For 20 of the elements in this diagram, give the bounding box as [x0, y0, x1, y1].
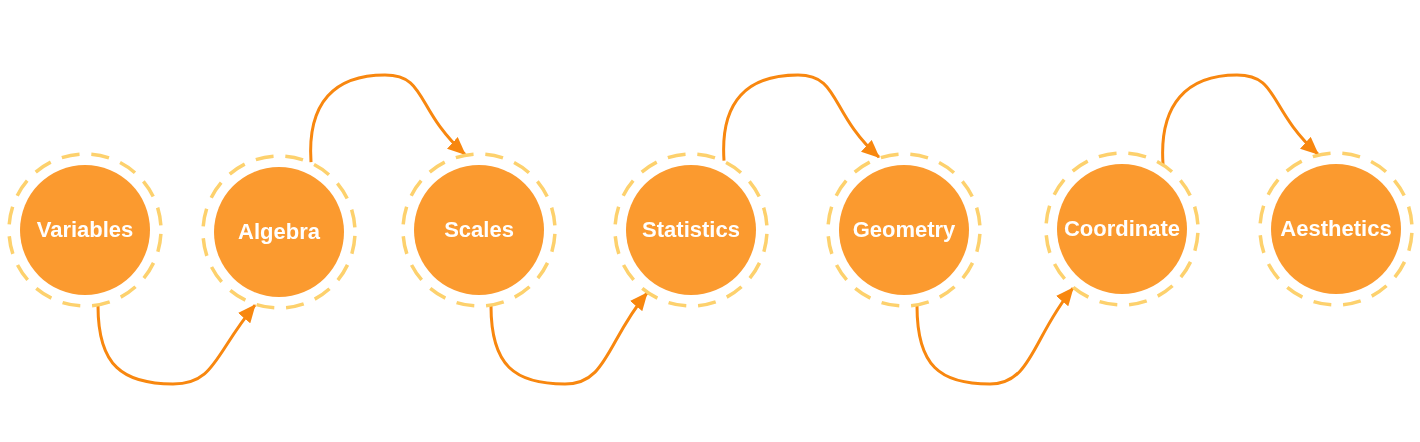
node-label: Algebra: [238, 219, 320, 245]
step-circle: [824, 150, 984, 310]
curved-arrow: [489, 292, 649, 386]
curved-arrow: [1161, 73, 1320, 165]
node-label: Coordinate: [1063, 216, 1181, 242]
curved-arrow: [722, 73, 881, 161]
step-circle: [1256, 149, 1416, 309]
node-label: Statistics: [642, 217, 740, 243]
node-label: Scales: [444, 217, 514, 243]
step-circle: [611, 150, 771, 310]
step-circle: [1042, 149, 1202, 309]
curved-arrow: [915, 287, 1075, 386]
node-label: Variables: [36, 217, 134, 243]
curved-arrow: [96, 304, 257, 386]
curved-arrow: [309, 73, 467, 163]
step-circle: [5, 150, 165, 310]
node-label: Geometry: [852, 217, 956, 243]
node-label: Aesthetics: [1280, 216, 1392, 242]
step-circle: [199, 152, 359, 312]
step-circle: [399, 150, 559, 310]
